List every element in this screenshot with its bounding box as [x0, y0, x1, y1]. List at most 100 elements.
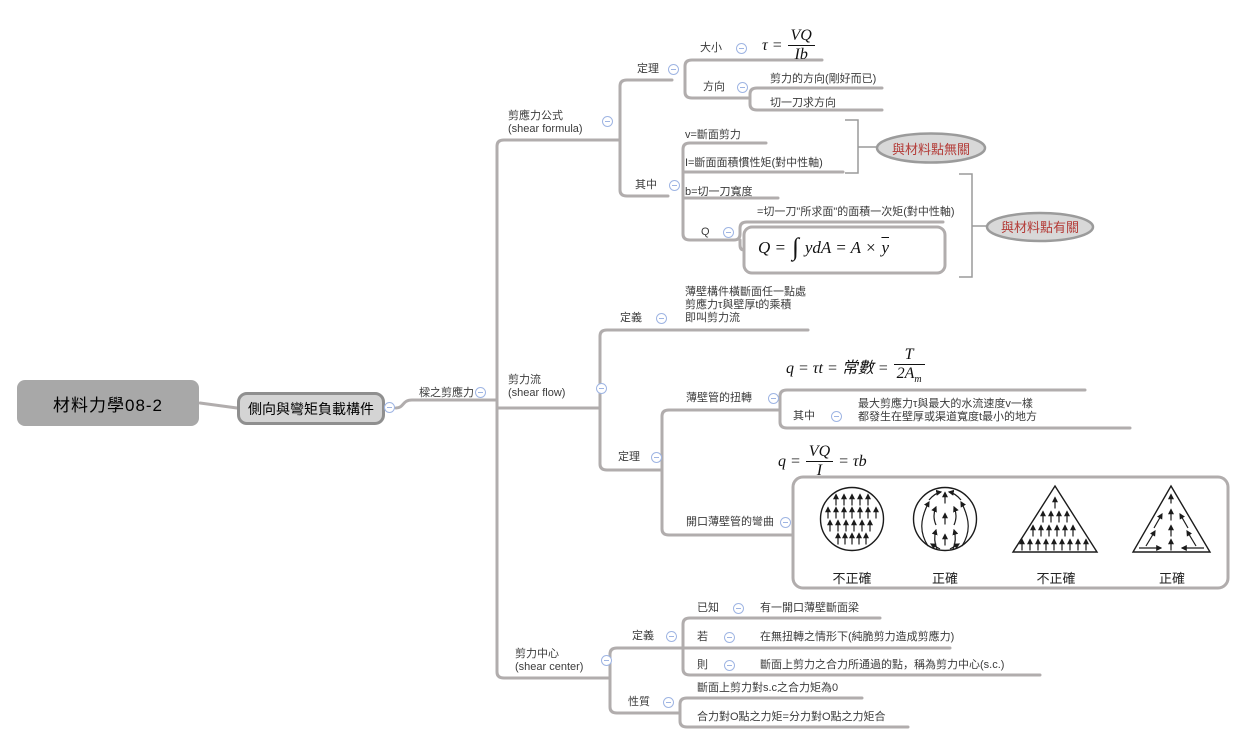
topic-thin-tube-torsion[interactable]: 薄壁管的扭轉	[686, 392, 752, 404]
collapse-icon[interactable]	[780, 517, 791, 528]
note-torsion[interactable]: 最大剪應力τ與最大的水流速度v一樣 都發生在壁厚或渠道寬度t最小的地方	[858, 398, 1037, 424]
fraction: T 2Am	[893, 346, 925, 386]
branch-lines	[198, 58, 1230, 729]
topic-shear-formula[interactable]: 剪應力公式 (shear formula)	[508, 110, 583, 136]
note-then[interactable]: 斷面上剪力之合力所通過的點，稱為剪力中心(s.c.)	[760, 659, 1005, 671]
formula-rhs: = τb	[838, 452, 867, 470]
note-line: 最大剪應力τ與最大的水流速度v一樣	[858, 398, 1033, 410]
collapse-icon[interactable]	[736, 43, 747, 54]
topic-then[interactable]: 則	[697, 659, 708, 671]
figure-triangle-straight-arrows	[1011, 484, 1099, 553]
collapse-icon[interactable]	[668, 64, 679, 75]
note-line: 即叫剪力流	[685, 312, 740, 324]
topic-direction[interactable]: 方向	[703, 81, 725, 93]
callout-ellipse-dependent[interactable]	[985, 211, 1095, 243]
topic-among-2[interactable]: 其中	[793, 410, 815, 422]
integral-sign: ∫	[792, 234, 799, 261]
fraction: VQ Ib	[787, 27, 815, 65]
collapse-icon[interactable]	[733, 603, 744, 614]
note-line: 剪應力τ與壁厚t的乘積	[685, 299, 792, 311]
topic-open-tube-bending[interactable]: 開口薄壁管的彎曲	[686, 516, 774, 528]
fraction-denominator: 2Am	[896, 365, 922, 386]
note-direction-1[interactable]: 剪力的方向(剛好而已)	[770, 73, 877, 85]
formula-lhs: τ =	[762, 36, 783, 54]
topic-beam-shear-stress[interactable]: 樑之剪應力	[419, 387, 474, 399]
note-line: 都發生在壁厚或渠道寬度t最小的地方	[858, 411, 1038, 423]
fraction-numerator: T	[893, 346, 925, 366]
topic-definition-2[interactable]: 定義	[632, 630, 654, 642]
formula-mid: ydA = A ×	[804, 237, 877, 257]
figure-label-1: 不正確	[832, 571, 872, 586]
collapse-icon[interactable]	[475, 387, 486, 398]
callout-material-point-independent[interactable]: 與材料點無關	[891, 141, 970, 157]
collapse-icon[interactable]	[666, 631, 677, 642]
note-if[interactable]: 在無扭轉之情形下(純脆剪力造成剪應力)	[760, 631, 955, 643]
topic-if[interactable]: 若	[697, 631, 708, 643]
topic-theorem-2[interactable]: 定理	[618, 451, 640, 463]
note-line: 薄壁構件橫斷面任一點處	[685, 286, 806, 298]
topic-shear-formula-title: 剪應力公式	[508, 110, 563, 122]
collapse-icon[interactable]	[596, 383, 607, 394]
topic-property[interactable]: 性質	[628, 696, 650, 708]
note-b-definition[interactable]: b=切一刀寬度	[685, 186, 753, 198]
topic-known[interactable]: 已知	[697, 602, 719, 614]
fraction-denominator: Ib	[794, 46, 808, 64]
note-i-definition[interactable]: I=斷面面積慣性矩(對中性軸)	[685, 157, 823, 169]
flow-formula[interactable]: q = τt = 常數 = T 2Am	[786, 346, 925, 386]
callout-material-point-dependent[interactable]: 與材料點有關	[1000, 220, 1079, 235]
shear-flow-direction-figures	[819, 484, 1212, 553]
collapse-icon[interactable]	[724, 660, 735, 671]
topic-shear-center-subtitle: (shear center)	[515, 661, 584, 673]
figure-label-3: 不正確	[1036, 571, 1076, 586]
collapse-icon[interactable]	[651, 452, 662, 463]
figure-circle-curved-arrows	[912, 486, 978, 552]
bending-formula[interactable]: q = VQ I = τb	[778, 443, 867, 481]
formula-lhs: q =	[778, 452, 801, 470]
topic-theorem[interactable]: 定理	[637, 63, 659, 75]
summary-brackets	[845, 119, 1095, 278]
collapse-icon[interactable]	[724, 632, 735, 643]
topic-q[interactable]: Q	[701, 226, 710, 238]
topic-shear-formula-subtitle: (shear formula)	[508, 123, 583, 135]
figure-label-4: 正確	[1158, 571, 1185, 586]
formula-lhs: q = τt = 常數 =	[786, 360, 889, 378]
formula-lhs: Q =	[758, 237, 786, 257]
figure-label-2: 正確	[931, 571, 958, 586]
note-property-1[interactable]: 斷面上剪力對s.c之合力矩為0	[697, 682, 839, 694]
topic-shear-center[interactable]: 剪力中心 (shear center)	[515, 648, 583, 674]
collapse-icon[interactable]	[723, 227, 734, 238]
fraction: VQ I	[805, 443, 834, 481]
collapse-icon[interactable]	[669, 180, 680, 191]
figure-circle-straight-arrows	[819, 486, 885, 552]
collapse-icon[interactable]	[656, 313, 667, 324]
note-flow-definition[interactable]: 薄壁構件橫斷面任一點處 剪應力τ與壁厚t的乘積 即叫剪力流	[685, 286, 806, 325]
fraction-denominator: I	[816, 462, 823, 480]
note-known[interactable]: 有一開口薄壁斷面梁	[760, 602, 859, 614]
collapse-icon[interactable]	[602, 116, 613, 127]
y-bar: y	[881, 237, 889, 257]
note-q-definition[interactable]: =切一刀"所求面"的面積一次矩(對中性軸)	[757, 206, 955, 218]
root-topic[interactable]: 材料力學08-2	[17, 380, 199, 426]
collapse-icon[interactable]	[384, 402, 395, 413]
topic-shear-flow-title: 剪力流	[508, 374, 541, 386]
callout-ellipse-independent[interactable]	[875, 132, 987, 164]
tau-formula[interactable]: τ = VQ Ib	[762, 27, 815, 65]
main-topic[interactable]: 側向與彎矩負載構件	[237, 392, 385, 425]
note-v-definition[interactable]: v=斷面剪力	[685, 129, 741, 141]
figure-triangle-edge-arrows	[1131, 484, 1212, 553]
topic-shear-center-title: 剪力中心	[515, 648, 559, 660]
collapse-icon[interactable]	[737, 82, 748, 93]
topic-shear-flow[interactable]: 剪力流 (shear flow)	[508, 374, 565, 400]
topic-magnitude[interactable]: 大小	[700, 42, 722, 54]
topic-definition-1[interactable]: 定義	[620, 312, 642, 324]
collapse-icon[interactable]	[663, 697, 674, 708]
topic-among-1[interactable]: 其中	[635, 179, 657, 191]
collapse-icon[interactable]	[601, 655, 612, 666]
collapse-icon[interactable]	[831, 411, 842, 422]
topic-shear-flow-subtitle: (shear flow)	[508, 387, 566, 399]
note-direction-2[interactable]: 切一刀求方向	[770, 97, 836, 109]
collapse-icon[interactable]	[768, 393, 779, 404]
q-integral-formula[interactable]: Q = ∫ ydA = A × y	[758, 235, 889, 260]
note-property-2[interactable]: 合力對O點之力矩=分力對O點之力矩合	[697, 711, 886, 723]
